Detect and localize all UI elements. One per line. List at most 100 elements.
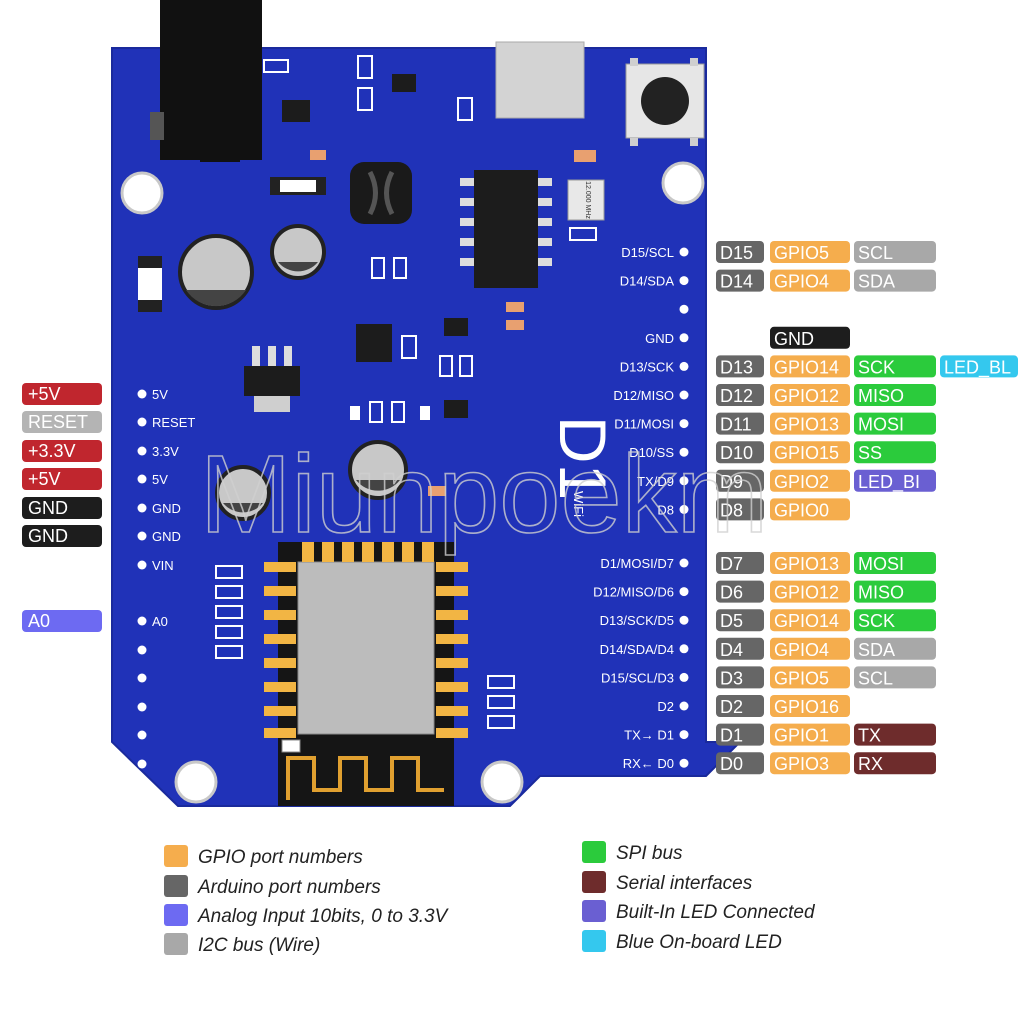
esp8266-wifi-module bbox=[264, 542, 468, 806]
right-pin-tag-bg bbox=[770, 666, 850, 689]
right-pin-dot bbox=[679, 447, 689, 457]
right-pin-tag-label: SCK bbox=[858, 357, 895, 377]
right-pin-tag: GPIO2 bbox=[770, 469, 850, 492]
right-pin-tag-label: GPIO0 bbox=[774, 500, 829, 520]
right-pin-dot bbox=[679, 672, 689, 682]
right-pin-tag-label: LED_BL bbox=[944, 357, 1011, 378]
right-pin-label: D14/SDA/D4 bbox=[600, 642, 674, 657]
left-pin-dot bbox=[137, 417, 147, 427]
right-pin-tag-bg bbox=[854, 355, 936, 378]
left-pin-tag-label: +5V bbox=[28, 469, 61, 489]
right-pin-tag: GPIO14 bbox=[770, 355, 850, 378]
legend-label: Serial interfaces bbox=[616, 873, 753, 894]
right-pin-tag-label: D0 bbox=[720, 754, 743, 774]
left-pin-dot bbox=[137, 446, 147, 456]
left-pin-label: GND bbox=[152, 501, 181, 516]
right-pin-dot bbox=[679, 701, 689, 711]
left-pin-dot bbox=[137, 503, 147, 513]
right-pin-tag-label: GPIO3 bbox=[774, 754, 829, 774]
right-pin-tag-bg bbox=[770, 441, 850, 464]
right-pin-tag: GPIO16 bbox=[770, 695, 850, 717]
left-pin-label: 5V bbox=[152, 472, 168, 487]
right-pin-tag-bg bbox=[770, 637, 850, 660]
legend-swatch bbox=[582, 930, 606, 952]
right-pin-tag-label: TX bbox=[858, 726, 881, 746]
right-pin-dot bbox=[679, 476, 689, 486]
legend-label: GPIO port numbers bbox=[198, 847, 363, 868]
right-pin-tag: GPIO15 bbox=[770, 441, 850, 464]
right-pin-tag-bg bbox=[716, 412, 764, 435]
legend-label: Blue On-board LED bbox=[616, 932, 782, 953]
right-pin-tag: MOSI bbox=[854, 412, 936, 435]
right-pin-tag: D12 bbox=[716, 384, 764, 406]
right-pin-tag: GPIO14 bbox=[770, 609, 850, 632]
inductor bbox=[350, 162, 412, 224]
right-pin-tag-label: GPIO5 bbox=[774, 243, 829, 263]
left-pin-tag-bg bbox=[22, 610, 102, 632]
right-pin-tag: SCL bbox=[854, 241, 936, 263]
right-pin-dot bbox=[679, 419, 689, 429]
right-pin-tag: GND bbox=[770, 326, 850, 349]
right-pin-tag-bg bbox=[770, 326, 850, 349]
legend-item: SPI bus bbox=[582, 841, 683, 864]
left-pin-tag-bg bbox=[22, 525, 102, 547]
right-pin-tag-label: SCL bbox=[858, 243, 893, 263]
right-pin-tag-label: D2 bbox=[720, 697, 743, 717]
right-pin-tag-label: MISO bbox=[858, 386, 904, 406]
watermark: Miunpoekm bbox=[200, 433, 769, 556]
right-pin-tag: D5 bbox=[716, 609, 764, 632]
right-pin-tag-label: GPIO5 bbox=[774, 668, 829, 688]
right-pin-tag-bg bbox=[716, 384, 764, 406]
right-pin-dot bbox=[679, 247, 689, 257]
left-pin-dot bbox=[137, 616, 147, 626]
right-pin-tag: D15 bbox=[716, 241, 764, 263]
right-pin-tag-label: D7 bbox=[720, 554, 743, 574]
right-pin-tag-label: MISO bbox=[858, 583, 904, 603]
right-pin-tag-bg bbox=[940, 355, 1018, 378]
left-pin-label: A0 bbox=[152, 614, 168, 629]
right-pin-tag-label: GPIO16 bbox=[774, 697, 839, 717]
right-pin-tag-bg bbox=[716, 637, 764, 660]
right-pin-tag-label: GPIO13 bbox=[774, 554, 839, 574]
right-pin-tag-label: D1 bbox=[720, 726, 743, 746]
right-pin-dot bbox=[679, 758, 689, 768]
legend-item: Built-In LED Connected bbox=[582, 900, 816, 923]
right-pin-tag-label: D3 bbox=[720, 668, 743, 688]
legend-label: I2C bus (Wire) bbox=[198, 935, 320, 956]
right-pin-tag: GPIO5 bbox=[770, 666, 850, 689]
left-pin-dot bbox=[137, 389, 147, 399]
right-pin-tag: SCL bbox=[854, 666, 936, 689]
right-pin-label: D13/SCK bbox=[620, 359, 675, 374]
legend-item: Serial interfaces bbox=[582, 871, 753, 894]
right-pin-tag-label: D14 bbox=[720, 272, 753, 292]
right-pin-label: D15/SCL/D3 bbox=[601, 670, 674, 685]
right-pin-tag-bg bbox=[770, 355, 850, 378]
left-pin-tag: GND bbox=[22, 497, 102, 519]
right-pin-tag-label: GPIO15 bbox=[774, 443, 839, 463]
right-pin-dot bbox=[679, 304, 689, 314]
electrolytic-capacitors bbox=[178, 224, 408, 521]
crystal-label: 12.000 MHz bbox=[584, 181, 591, 219]
right-pin-label: GND bbox=[645, 331, 674, 346]
board-logo-subtitle: WiFi bbox=[571, 491, 586, 517]
right-pin-tag: GPIO12 bbox=[770, 580, 850, 603]
right-pin-tag-label: SCL bbox=[858, 668, 893, 688]
right-pin-tag: GPIO12 bbox=[770, 384, 850, 406]
legend-swatch bbox=[582, 871, 606, 893]
legend-item: Analog Input 10bits, 0 to 3.3V bbox=[164, 904, 450, 927]
right-pin-tag-bg bbox=[770, 580, 850, 603]
right-pin-tag: MISO bbox=[854, 580, 936, 603]
reset-button bbox=[625, 58, 705, 146]
left-pin-dot bbox=[137, 702, 147, 712]
right-pin-tag: SCK bbox=[854, 355, 936, 378]
right-pin-tag-label: D8 bbox=[720, 500, 743, 520]
legend-swatch bbox=[582, 841, 606, 863]
left-pin-tag-label: GND bbox=[28, 526, 68, 546]
legend-swatch bbox=[164, 933, 188, 955]
right-pin-tag-label: GPIO4 bbox=[774, 640, 829, 660]
right-pin-tag: GPIO4 bbox=[770, 269, 850, 292]
legend-item: I2C bus (Wire) bbox=[164, 933, 320, 956]
